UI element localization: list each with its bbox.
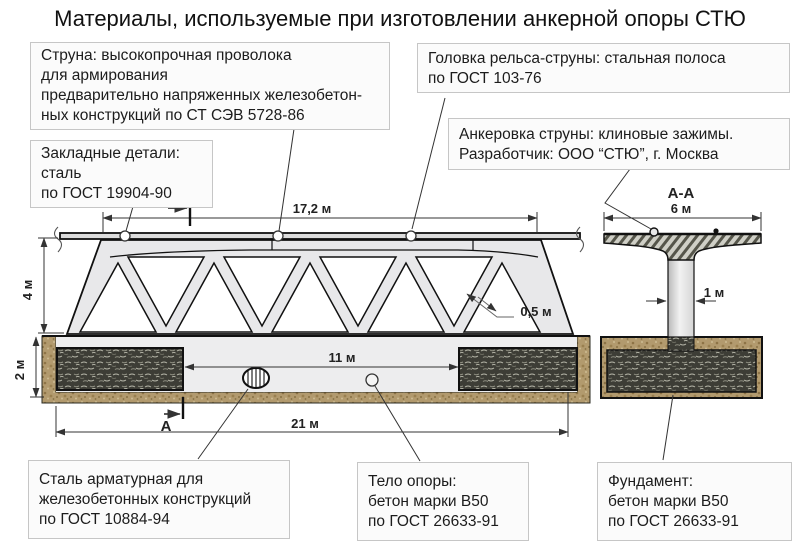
dim-label-truss-height: 4 м — [20, 280, 35, 300]
leader-fundament — [662, 394, 674, 461]
dim-6m — [603, 212, 762, 231]
clamp-leader-target — [649, 227, 659, 237]
dim-2m — [30, 336, 44, 398]
section-letter-bottom: А — [161, 418, 172, 435]
section-stem-embedded — [667, 336, 695, 352]
dim-label-span-top: 17,2 м — [293, 201, 332, 216]
dim-label-span-total: 21 м — [291, 416, 319, 431]
section-stem — [667, 257, 695, 338]
dim-label-stem-width: 1 м — [704, 285, 724, 300]
truss-openings-down — [126, 256, 494, 328]
front-view: 17,2 м 4 м 2 м 11 м 21 м — [12, 97, 591, 462]
rebar-symbol — [242, 367, 270, 389]
callout-string-wire: Струна: высокопрочная проволока для арми… — [30, 42, 390, 130]
dim-strut — [466, 293, 514, 318]
leader-ankerovka — [604, 168, 652, 230]
section-mark-bottom: А — [161, 397, 185, 435]
dim-label-span-inner: 11 м — [329, 350, 356, 365]
page-title: Материалы, используемые при изготовлении… — [54, 6, 746, 31]
callout-anchoring: Анкеровка струны: клиновые зажимы. Разра… — [448, 118, 790, 170]
section-title: А-А — [668, 185, 695, 202]
section-foundation-concrete — [606, 349, 757, 393]
truss-openings-up — [78, 261, 542, 333]
leader-targets — [119, 230, 417, 242]
dim-label-strut: 0,5 м — [520, 304, 551, 319]
dim-17-2 — [102, 212, 538, 232]
break-mark-left — [53, 226, 63, 253]
dim-label-section-width: 6 м — [671, 201, 691, 216]
section-view: А-А 6 м — [600, 168, 763, 461]
section-flange — [603, 233, 762, 261]
dim-label-foundation-height: 2 м — [12, 360, 27, 380]
dim-21m — [55, 392, 569, 437]
clamp-dot — [713, 228, 719, 234]
body-leader-target — [365, 373, 379, 387]
callout-rebar-steel: Сталь арматурная для железобетонных конс… — [28, 460, 290, 539]
callout-embedded-parts: Закладные детали: сталь по ГОСТ 19904-90 — [30, 140, 213, 208]
leader-lines-bottom — [197, 385, 421, 462]
callout-rail-head: Головка рельса-струны: стальная полоса п… — [417, 43, 790, 93]
foundation-block-right — [458, 347, 578, 391]
callout-foundation: Фундамент: бетон марки В50 по ГОСТ 26633… — [597, 462, 792, 541]
dim-4m — [38, 237, 64, 334]
foundation-block-left — [56, 347, 184, 391]
rail-string-bar — [59, 232, 581, 240]
break-mark-right — [575, 226, 585, 253]
rail-head-strip — [109, 249, 539, 258]
callout-support-body: Тело опоры: бетон марки В50 по ГОСТ 2663… — [357, 462, 529, 541]
